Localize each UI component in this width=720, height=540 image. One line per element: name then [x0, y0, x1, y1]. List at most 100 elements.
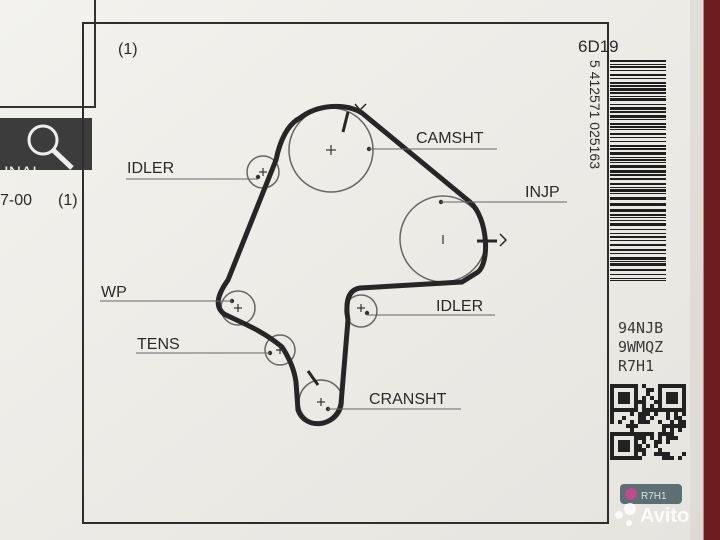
qr-module — [666, 424, 670, 428]
barcode-bar — [610, 82, 666, 84]
barcode-bar — [610, 193, 666, 194]
qr-module — [678, 416, 682, 420]
qr-module — [666, 440, 670, 444]
barcode-bar — [610, 119, 666, 120]
qr-module — [662, 452, 666, 456]
tensioner-pulley — [264, 334, 296, 366]
barcode-bar — [610, 107, 666, 110]
qr-module — [642, 396, 646, 400]
qr-module — [650, 416, 654, 420]
qr-module — [614, 456, 618, 460]
qr-module — [682, 424, 686, 428]
qr-module — [654, 440, 658, 444]
qr-module — [658, 396, 662, 400]
qr-module — [662, 432, 666, 436]
qr-module — [626, 392, 630, 396]
qr-module — [622, 408, 626, 412]
qr-module — [610, 412, 614, 416]
barcode-bar — [610, 233, 666, 234]
svg-text:Avito: Avito — [640, 505, 689, 527]
qr-module — [662, 424, 666, 428]
qr-module — [670, 384, 674, 388]
qr-module — [678, 424, 682, 428]
qr-module — [658, 420, 662, 424]
barcode-bar — [610, 159, 666, 161]
label-camshaft: CAMSHT — [416, 130, 484, 147]
barcode-bar — [610, 249, 666, 251]
qr-module — [622, 416, 626, 420]
qr-module — [610, 456, 614, 460]
barcode-bar — [610, 70, 666, 71]
qr-module — [634, 400, 638, 404]
qr-module — [682, 392, 686, 396]
qr-module — [626, 424, 630, 428]
barcode-bar — [610, 145, 666, 147]
qr-module — [630, 384, 634, 388]
qr-module — [642, 440, 646, 444]
qr-module — [638, 420, 642, 424]
qr-module — [642, 416, 646, 420]
qr-module — [638, 416, 642, 420]
qr-module — [682, 420, 686, 424]
barcode-bar — [610, 165, 666, 168]
qr-module — [666, 384, 670, 388]
barcode-bar — [610, 88, 666, 91]
box-edge — [703, 0, 720, 540]
barcode-bar — [610, 240, 666, 241]
qr-module — [670, 432, 674, 436]
qr-module — [678, 408, 682, 412]
qr-module — [626, 432, 630, 436]
qr-module — [618, 432, 622, 436]
barcode-bar — [610, 274, 666, 275]
qr-module — [674, 400, 678, 404]
qr-module — [662, 384, 666, 388]
barcode-bar — [610, 148, 666, 150]
qr-module — [654, 408, 658, 412]
qr-module — [642, 432, 646, 436]
qr-module — [618, 420, 622, 424]
barcode-bar — [610, 157, 666, 158]
barcode-bar — [610, 111, 666, 113]
barcode-bar — [610, 263, 666, 266]
barcode-bar — [610, 253, 666, 254]
qr-module — [642, 404, 646, 408]
qr-module — [630, 428, 634, 432]
qr-module — [674, 396, 678, 400]
qr-module — [666, 392, 670, 396]
qr-module — [618, 396, 622, 400]
qr-module — [666, 416, 670, 420]
barcode-bar — [610, 74, 666, 76]
qr-module — [670, 420, 674, 424]
qr-module — [638, 412, 642, 416]
qr-module — [678, 456, 682, 460]
qr-module — [650, 396, 654, 400]
qr-module — [662, 428, 666, 432]
qr-module — [610, 384, 614, 388]
qr-module — [658, 448, 662, 452]
qr-module — [638, 444, 642, 448]
qr-module — [622, 440, 626, 444]
qr-module — [626, 456, 630, 460]
qr-module — [614, 384, 618, 388]
label-idler-top: IDLER — [127, 160, 174, 177]
qr-module — [638, 436, 642, 440]
qr-module — [658, 432, 662, 436]
barcode-bar — [610, 244, 666, 246]
qr-module — [670, 424, 674, 428]
barcode-bar — [610, 170, 666, 173]
paper-background — [0, 0, 705, 540]
qr-module — [610, 444, 614, 448]
hologram-sticker: R7H1 — [620, 484, 682, 504]
qr-module — [614, 432, 618, 436]
barcode-bar — [610, 203, 666, 206]
label-injection-pump: INJP — [525, 184, 560, 201]
qr-module — [678, 384, 682, 388]
qr-module — [622, 448, 626, 452]
qr-module — [618, 392, 622, 396]
label-water-pump: WP — [101, 284, 127, 301]
qr-module — [658, 388, 662, 392]
barcode-bar — [610, 280, 666, 281]
qr-module — [674, 436, 678, 440]
qr-module — [610, 388, 614, 392]
